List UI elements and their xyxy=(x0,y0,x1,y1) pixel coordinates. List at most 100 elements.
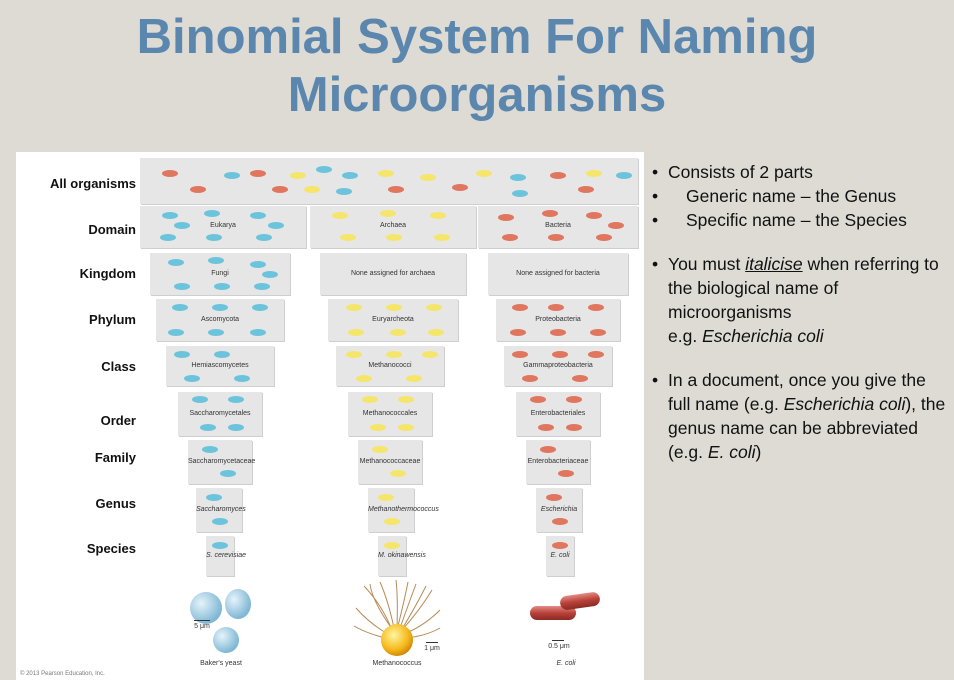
organism-dot xyxy=(590,329,606,336)
box-kingdom-bacteria-none: None assigned for bacteria xyxy=(488,253,628,295)
organism-dot xyxy=(512,190,528,197)
label-m-okinawensis: M. okinawensis xyxy=(378,552,426,559)
slide-title: Binomial System For Naming Microorganism… xyxy=(0,8,954,124)
organism-dot xyxy=(316,166,332,173)
bullet-emphasis: E. coli xyxy=(707,442,756,462)
organism-dot xyxy=(420,174,436,181)
organism-dot xyxy=(546,494,562,501)
organism-dot xyxy=(548,304,564,311)
organism-dot xyxy=(522,375,538,382)
organism-dot xyxy=(272,186,288,193)
title-line-1: Binomial System For Naming xyxy=(136,10,818,64)
methanococcus-scale-bar xyxy=(426,642,438,643)
organism-dot xyxy=(588,351,604,358)
organism-dot xyxy=(608,222,624,229)
box-kingdom-fungi: Fungi xyxy=(150,253,290,295)
all-organisms-box xyxy=(140,158,638,204)
organism-dot xyxy=(362,396,378,403)
organism-dot xyxy=(566,424,582,431)
bullet-text: when referring to the biological name of… xyxy=(668,254,939,322)
organism-dot xyxy=(174,351,190,358)
box-species-s-cerevisiae: S. cerevisiae xyxy=(206,536,247,576)
organism-dot xyxy=(510,329,526,336)
bullet-emphasis: Escherichia coli xyxy=(783,394,906,414)
organism-dot xyxy=(174,222,190,229)
label-fungi: Fungi xyxy=(211,270,229,277)
label-proteobacteria: Proteobacteria xyxy=(535,316,581,323)
organism-dot xyxy=(542,210,558,217)
box-genus-methanothermococcus: Methanothermococcus xyxy=(368,488,439,532)
organism-dot xyxy=(558,470,574,477)
organism-dot xyxy=(552,518,568,525)
organism-dot xyxy=(268,222,284,229)
box-domain-archaea: Archaea xyxy=(310,206,476,248)
organism-dot xyxy=(386,351,402,358)
box-species-e-coli: E. coli xyxy=(546,536,574,576)
organism-dot xyxy=(512,351,528,358)
organism-dot xyxy=(428,329,444,336)
rank-label-species: Species xyxy=(86,541,136,556)
rank-label-order: Order xyxy=(100,413,136,428)
organism-dot xyxy=(200,424,216,431)
organism-dot xyxy=(342,172,358,179)
rank-label-kingdom: Kingdom xyxy=(79,266,136,281)
organism-dot xyxy=(550,172,566,179)
rank-label-family: Family xyxy=(94,450,136,465)
organism-dot xyxy=(212,518,228,525)
organism-dot xyxy=(596,234,612,241)
label-enterobacteriales: Enterobacteriales xyxy=(530,410,586,417)
box-class-gammaproteobacteria: Gammaproteobacteria xyxy=(504,346,612,386)
box-genus-saccharomyces: Saccharomyces xyxy=(196,488,246,532)
organism-dot xyxy=(550,329,566,336)
organism-dot xyxy=(370,424,386,431)
organism-dot xyxy=(566,396,582,403)
organism-dot xyxy=(388,186,404,193)
rank-label-genus: Genus xyxy=(95,496,136,511)
label-saccharomycetales: Saccharomycetales xyxy=(189,410,251,417)
rank-label-class: Class xyxy=(101,359,136,374)
organism-dot xyxy=(332,212,348,219)
label-s-cerevisiae: S. cerevisiae xyxy=(206,552,247,559)
organism-dot xyxy=(372,446,388,453)
organism-dot xyxy=(552,351,568,358)
organism-dot xyxy=(250,329,266,336)
organism-dot xyxy=(192,396,208,403)
organism-dot xyxy=(190,186,206,193)
box-class-hemiascomycetes: Hemiascomycetes xyxy=(166,346,274,386)
label-methanococcaceae: Methanococcaceae xyxy=(359,458,421,465)
organism-dot xyxy=(476,170,492,177)
label-methanococcales: Methanococcales xyxy=(362,410,418,417)
organism-dot xyxy=(202,446,218,453)
organism-dot xyxy=(572,375,588,382)
organism-dot xyxy=(512,304,528,311)
label-euryarcheota: Euryarcheota xyxy=(372,316,414,323)
organism-dot xyxy=(214,351,230,358)
organism-dot xyxy=(206,494,222,501)
organism-dot xyxy=(390,470,406,477)
box-order-enterobacteriales: Enterobacteriales xyxy=(516,392,600,436)
organism-dot xyxy=(386,304,402,311)
e-coli-caption: E. coli xyxy=(556,660,576,667)
organism-dot xyxy=(548,234,564,241)
e-coli-scale-bar xyxy=(552,640,564,641)
bullet-italicise: You must italicise when referring to the… xyxy=(652,252,952,348)
label-enterobacteriaceae: Enterobacteriaceae xyxy=(527,458,589,465)
organism-dot xyxy=(588,304,604,311)
organism-dot xyxy=(346,351,362,358)
title-line-2: Microorganisms xyxy=(287,68,667,122)
organism-dot xyxy=(304,186,320,193)
box-order-methanococcales: Methanococcales xyxy=(348,392,432,436)
organism-dot xyxy=(212,304,228,311)
organism-dot xyxy=(452,184,468,191)
organism-dot xyxy=(220,470,236,477)
bullet-text: In a document, once you give the full na… xyxy=(668,370,926,414)
methanococcus-caption: Methanococcus xyxy=(372,660,422,667)
organism-dot xyxy=(250,212,266,219)
organism-dot xyxy=(212,542,228,549)
organism-dot xyxy=(256,234,272,241)
label-bacteria: Bacteria xyxy=(545,222,571,229)
organism-dot xyxy=(262,271,278,278)
organism-dot xyxy=(538,424,554,431)
label-methanococci: Methanococci xyxy=(368,362,412,369)
box-family-saccharomycetaceae: Saccharomycetaceae xyxy=(188,440,255,484)
